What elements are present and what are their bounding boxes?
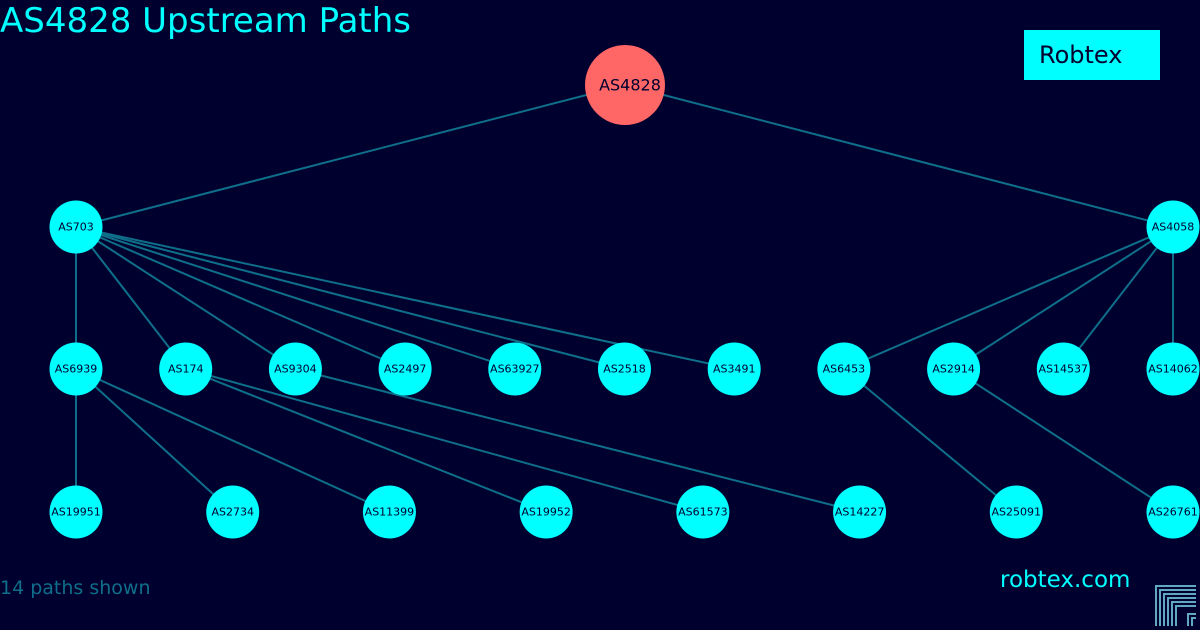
node-circle[interactable] [1146, 485, 1200, 539]
node-as19951[interactable]: AS19951 [49, 485, 103, 539]
edge-as174-as19952 [185, 368, 547, 513]
node-circle[interactable] [989, 485, 1043, 539]
graph-edges [75, 84, 1174, 513]
node-circle[interactable] [817, 342, 871, 396]
node-label: AS3491 [713, 363, 756, 376]
node-circle[interactable] [833, 485, 887, 539]
node-label: AS14062 [1148, 363, 1198, 376]
node-circle[interactable] [1146, 342, 1200, 396]
node-as14537[interactable]: AS14537 [1036, 342, 1090, 396]
node-as25091[interactable]: AS25091 [989, 485, 1043, 539]
node-label: AS174 [168, 363, 204, 376]
node-label: AS19952 [521, 506, 571, 519]
node-circle[interactable] [519, 485, 573, 539]
node-label: AS19951 [51, 506, 101, 519]
node-circle[interactable] [49, 200, 103, 254]
node-as174[interactable]: AS174 [159, 342, 213, 396]
node-label: AS4058 [1152, 221, 1195, 234]
node-as4828[interactable]: AS4828 [585, 45, 665, 125]
edge-as2914-as26761 [953, 368, 1174, 513]
node-label: AS63927 [490, 363, 540, 376]
edge-as4828-as4058 [624, 84, 1174, 228]
edge-as4058-as14537 [1062, 226, 1174, 370]
node-as4058[interactable]: AS4058 [1146, 200, 1200, 254]
node-as63927[interactable]: AS63927 [488, 342, 542, 396]
node-label: AS6453 [823, 363, 866, 376]
paths-count-text: 14 paths shown [0, 577, 151, 599]
node-as9304[interactable]: AS9304 [268, 342, 322, 396]
edge-as174-as61573 [185, 368, 704, 513]
node-circle[interactable] [676, 485, 730, 539]
node-circle[interactable] [707, 342, 761, 396]
node-circle[interactable] [598, 342, 651, 396]
node-label: AS6939 [55, 363, 98, 376]
node-circle[interactable] [927, 342, 981, 396]
site-link[interactable]: robtex.com [1000, 567, 1131, 593]
edge-as6939-as2734 [75, 368, 234, 513]
node-label: AS11399 [365, 506, 415, 519]
node-as14062[interactable]: AS14062 [1146, 342, 1200, 396]
node-circle[interactable] [49, 485, 103, 539]
node-label: AS9304 [274, 363, 317, 376]
robtex-logo-icon [1155, 585, 1196, 626]
node-as11399[interactable]: AS11399 [362, 485, 416, 539]
node-as2914[interactable]: AS2914 [927, 342, 981, 396]
brand-badge: Robtex [1024, 30, 1160, 80]
edge-as703-as9304 [75, 226, 296, 370]
node-as2518[interactable]: AS2518 [598, 342, 651, 396]
node-label: AS25091 [992, 506, 1042, 519]
node-circle[interactable] [49, 342, 103, 396]
node-label: AS703 [58, 221, 94, 234]
node-circle[interactable] [362, 485, 416, 539]
node-label: AS14537 [1039, 363, 1089, 376]
node-label: AS2734 [211, 506, 254, 519]
node-as61573[interactable]: AS61573 [676, 485, 730, 539]
node-circle[interactable] [206, 485, 260, 539]
node-label: AS26761 [1148, 506, 1198, 519]
edge-as4058-as2914 [953, 226, 1174, 370]
edge-as703-as174 [75, 226, 187, 370]
edge-as4828-as703 [75, 84, 626, 228]
node-circle[interactable] [1146, 200, 1200, 254]
node-label: AS14227 [835, 506, 885, 519]
edge-as703-as63927 [75, 226, 516, 370]
node-as2734[interactable]: AS2734 [206, 485, 260, 539]
node-circle[interactable] [378, 342, 432, 396]
node-as3491[interactable]: AS3491 [707, 342, 761, 396]
node-label: AS2497 [384, 363, 427, 376]
edge-as6453-as25091 [843, 368, 1017, 513]
node-label: AS4828 [599, 76, 661, 95]
node-circle[interactable] [1036, 342, 1090, 396]
node-as14227[interactable]: AS14227 [833, 485, 887, 539]
node-as2497[interactable]: AS2497 [378, 342, 432, 396]
node-circle[interactable] [268, 342, 322, 396]
edge-as6939-as11399 [75, 368, 390, 513]
edge-as4058-as6453 [843, 226, 1174, 370]
node-circle[interactable] [159, 342, 213, 396]
node-label: AS2518 [603, 363, 646, 376]
edge-as703-as2518 [75, 226, 625, 370]
node-as6939[interactable]: AS6939 [49, 342, 103, 396]
edge-as703-as2497 [75, 226, 406, 370]
page-title: AS4828 Upstream Paths [0, 1, 412, 41]
node-as6453[interactable]: AS6453 [817, 342, 871, 396]
node-label: AS61573 [678, 506, 728, 519]
root-node-circle[interactable] [585, 45, 665, 125]
node-as19952[interactable]: AS19952 [519, 485, 573, 539]
edge-as9304-as14227 [295, 368, 860, 513]
node-as703[interactable]: AS703 [49, 200, 103, 254]
node-circle[interactable] [488, 342, 542, 396]
node-as26761[interactable]: AS26761 [1146, 485, 1200, 539]
node-label: AS2914 [932, 363, 975, 376]
